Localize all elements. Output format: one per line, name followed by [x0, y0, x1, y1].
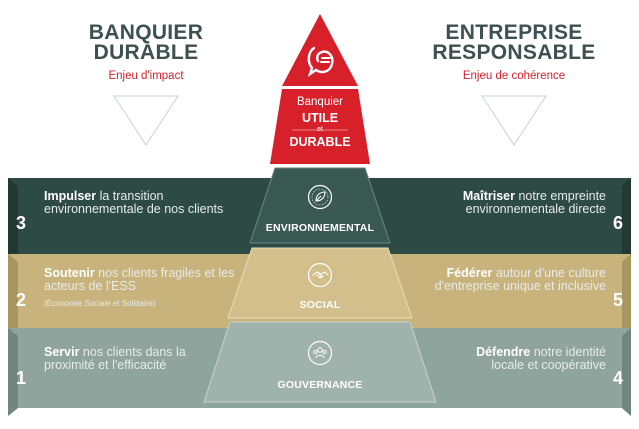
handshake-badge-icon	[307, 262, 333, 288]
left-number-2: 2	[16, 290, 27, 310]
pyramid-env-slice	[249, 167, 391, 244]
left-number-1: 1	[16, 368, 27, 388]
right-number-6: 6	[613, 213, 624, 233]
right-chevron	[480, 95, 548, 147]
right-rest-governance: notre identité locale et coopérative	[491, 345, 606, 372]
right-text-social: Fédérer autour d'une culture d'entrepris…	[430, 267, 606, 293]
right-strong-social: Fédérer	[446, 266, 493, 280]
left-title-line1: BANQUIER	[88, 21, 204, 44]
right-strong-governance: Défendre	[476, 345, 531, 359]
right-rest-social: autour d'une culture d'entreprise unique…	[434, 266, 606, 293]
right-number-5: 5	[613, 290, 624, 310]
left-note-social: (Économie Sociale et Solidaire)	[44, 299, 156, 308]
left-strong-governance: Servir	[44, 345, 80, 359]
right-subtitle: Enjeu de cohérence	[462, 70, 566, 82]
left-subtitle: Enjeu d'impact	[108, 70, 184, 82]
squirrel-logo-icon	[307, 46, 334, 77]
right-rest-environmental: notre empreinte environnementale directe	[465, 189, 606, 216]
right-title-line2: RESPONSABLE	[432, 41, 596, 64]
left-number-3: 3	[16, 213, 27, 233]
people-badge-icon	[307, 340, 333, 366]
pyramid-gov-slice	[203, 321, 437, 403]
left-rest-social: nos clients fragiles et les acteurs de l…	[44, 266, 235, 293]
peak-triangle	[282, 14, 358, 86]
label-governance: GOUVERNANCE	[277, 379, 363, 391]
left-text-social: Soutenir nos clients fragiles et les act…	[44, 267, 242, 293]
right-text-environmental: Maîtriser notre empreinte environnementa…	[420, 190, 606, 216]
left-strong-social: Soutenir	[44, 266, 95, 280]
right-strong-environmental: Maîtriser	[462, 189, 515, 203]
right-title-line1: ENTREPRISE	[445, 21, 583, 44]
left-rest-governance: nos clients dans la proximité et l'effic…	[44, 345, 186, 372]
left-text-environmental: Impulser la transition environnementale …	[44, 190, 238, 216]
peak-line4: DURABLE	[289, 135, 351, 149]
right-number-4: 4	[613, 368, 624, 388]
leaf-badge-icon	[307, 184, 333, 210]
peak-body	[270, 89, 370, 164]
peak-line2: UTILE	[301, 111, 339, 125]
left-text-governance: Servir nos clients dans la proximité et …	[44, 346, 194, 372]
peak-line3: et	[317, 126, 323, 133]
label-environmental: ENVIRONNEMENTAL	[265, 222, 375, 234]
peak-line1: Banquier	[296, 96, 344, 108]
left-title-line2: DURABLE	[93, 41, 199, 64]
label-social: SOCIAL	[299, 299, 341, 311]
left-chevron	[112, 95, 180, 147]
pyramid-social-slice	[227, 247, 413, 319]
left-rest-environmental: la transition environnementale de nos cl…	[44, 189, 224, 216]
right-text-governance: Défendre notre identité locale et coopér…	[450, 346, 606, 372]
left-strong-environmental: Impulser	[44, 189, 97, 203]
